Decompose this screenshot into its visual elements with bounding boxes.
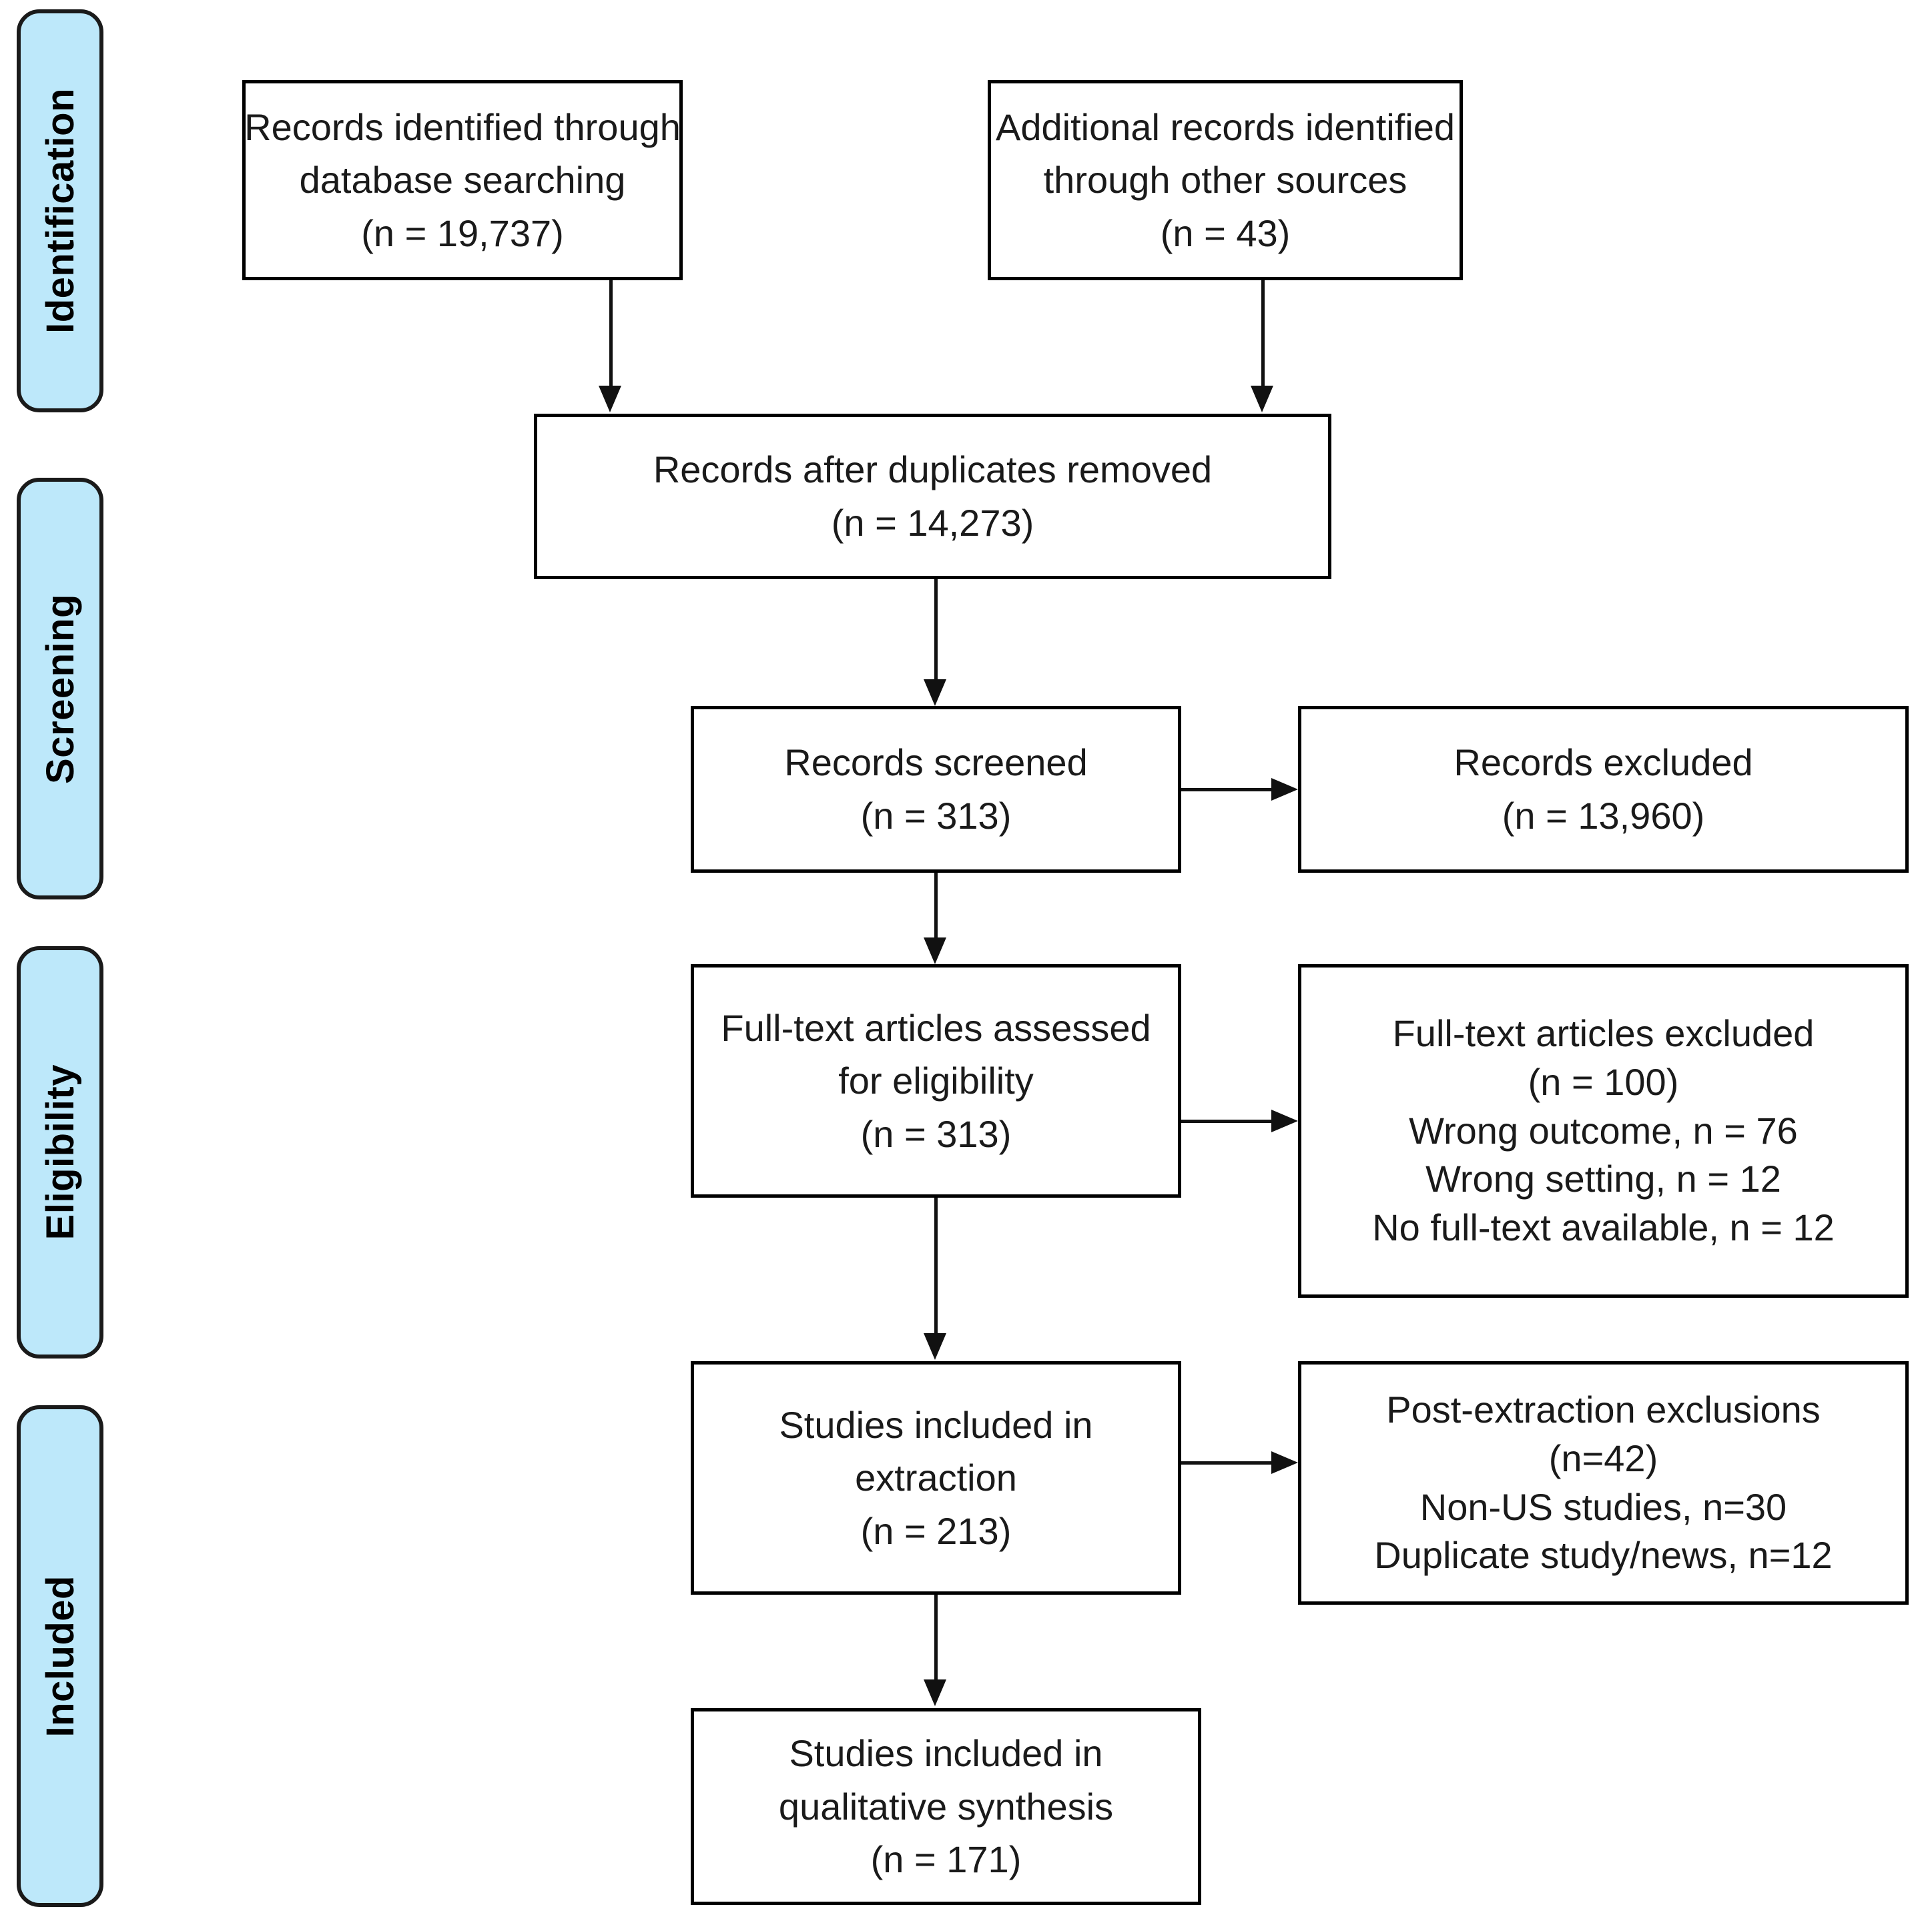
box-line: Records excluded: [1454, 741, 1753, 784]
box-line: for eligibility: [838, 1060, 1034, 1102]
box-records-screened: Records screened (n = 313): [691, 706, 1181, 873]
box-line: (n = 43): [1160, 212, 1291, 254]
box-post-extraction-exclusions: Post-extraction exclusions (n=42) Non-US…: [1298, 1361, 1909, 1605]
connector-duplicates-to-screened: [934, 579, 938, 681]
box-line: Records identified through: [244, 105, 681, 148]
arrowhead-fulltext-to-extraction: [924, 1333, 946, 1360]
arrowhead-other-sources-to-duplicates: [1251, 386, 1273, 412]
box-records-excluded: Records excluded (n = 13,960): [1298, 706, 1909, 873]
connector-screened-to-fulltext: [934, 873, 938, 939]
box-line: Full-text articles assessed: [721, 1006, 1151, 1049]
stage-bar-screening: Screening: [17, 478, 103, 899]
stage-label-eligibility: Eligibility: [38, 1064, 82, 1240]
connector-screened-to-excluded: [1181, 788, 1275, 791]
box-line: Non-US studies, n=30: [1419, 1485, 1787, 1528]
connector-fulltext-to-excluded: [1181, 1120, 1275, 1123]
box-line: Records after duplicates removed: [653, 448, 1213, 491]
box-line: No full-text available, n = 12: [1372, 1206, 1835, 1249]
box-records-identified-database: Records identified through database sear…: [242, 80, 683, 280]
box-line: Additional records identified: [996, 105, 1455, 148]
box-fulltext-articles-assessed: Full-text articles assessed for eligibil…: [691, 964, 1181, 1198]
box-line: (n=42): [1548, 1437, 1658, 1479]
box-records-after-duplicates-removed: Records after duplicates removed (n = 14…: [534, 414, 1331, 579]
arrowhead-duplicates-to-screened: [924, 679, 946, 706]
box-line: Studies included in: [789, 1732, 1103, 1775]
box-line: Post-extraction exclusions: [1386, 1388, 1821, 1431]
box-line: (n = 313): [860, 795, 1012, 837]
box-line: Wrong outcome, n = 76: [1409, 1109, 1798, 1152]
box-line: Duplicate study/news, n=12: [1374, 1534, 1833, 1577]
connector-extraction-to-synthesis: [934, 1595, 938, 1681]
box-line: Records screened: [784, 741, 1088, 784]
box-line: qualitative synthesis: [778, 1785, 1114, 1828]
box-line: (n = 213): [860, 1509, 1012, 1552]
stage-bar-included: Included: [17, 1405, 103, 1907]
box-line: through other sources: [1043, 159, 1407, 202]
box-additional-records-other-sources: Additional records identified through ot…: [988, 80, 1463, 280]
box-line: (n = 313): [860, 1112, 1012, 1155]
connector-fulltext-to-extraction: [934, 1198, 938, 1335]
arrowhead-screened-to-excluded: [1271, 778, 1298, 801]
connector-extraction-to-post-exclusions: [1181, 1461, 1275, 1465]
arrowhead-extraction-to-post-exclusions: [1271, 1451, 1298, 1474]
box-fulltext-articles-excluded: Full-text articles excluded (n = 100) Wr…: [1298, 964, 1909, 1298]
box-line: (n = 14,273): [831, 502, 1034, 544]
box-line: (n = 19,737): [361, 212, 564, 254]
stage-label-screening: Screening: [38, 593, 82, 784]
stage-bar-identification: Identification: [17, 9, 103, 412]
box-line: (n = 171): [870, 1838, 1022, 1881]
box-line: Wrong setting, n = 12: [1425, 1158, 1781, 1200]
stage-bar-eligibility: Eligibility: [17, 946, 103, 1359]
connector-database-to-duplicates: [609, 280, 613, 387]
box-line: Full-text articles excluded: [1392, 1012, 1815, 1054]
arrowhead-extraction-to-synthesis: [924, 1679, 946, 1706]
box-studies-included-qualitative-synthesis: Studies included in qualitative synthesi…: [691, 1708, 1201, 1905]
box-line: (n = 100): [1528, 1060, 1679, 1103]
stage-label-included: Included: [38, 1575, 82, 1738]
box-studies-included-extraction: Studies included in extraction (n = 213): [691, 1361, 1181, 1595]
box-line: extraction: [855, 1457, 1017, 1499]
connector-other-sources-to-duplicates: [1261, 280, 1265, 387]
box-line: database searching: [299, 159, 626, 202]
stage-label-identification: Identification: [38, 88, 82, 334]
arrowhead-screened-to-fulltext: [924, 937, 946, 964]
arrowhead-fulltext-to-excluded: [1271, 1110, 1298, 1132]
box-line: (n = 13,960): [1502, 795, 1705, 837]
box-line: Studies included in: [779, 1403, 1093, 1446]
arrowhead-database-to-duplicates: [599, 386, 621, 412]
